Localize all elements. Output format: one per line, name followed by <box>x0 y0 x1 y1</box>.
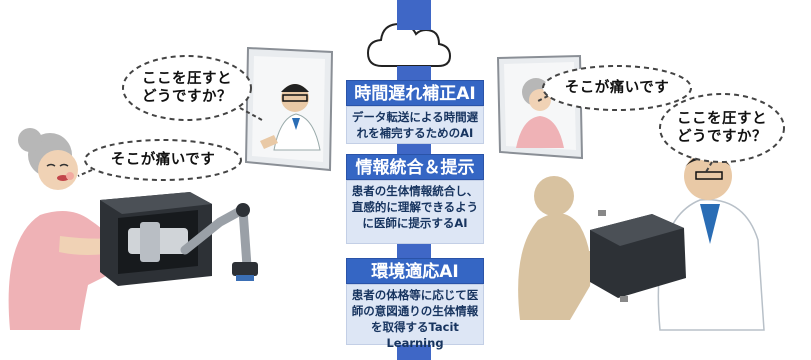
desc-line: 師の意図通りの生体情報 <box>351 304 479 318</box>
connector-1 <box>397 66 431 82</box>
desc-line: を取得するTacit Learning <box>371 320 459 350</box>
connector-bottom <box>397 345 431 360</box>
bubble-patient-right <box>542 65 692 111</box>
desc-line: 直感的に理解できるよう <box>351 200 479 214</box>
bubble-line: どうですか？ <box>142 89 232 105</box>
cloud-icon <box>366 22 452 67</box>
bubble-doctor-right <box>659 93 785 163</box>
panel-desc-adaptive-ai: 患者の体格等に応じて医 師の意図通りの生体情報 を取得するTacit Learn… <box>346 284 484 350</box>
haptic-device-left <box>100 192 258 286</box>
remote-doctor-monitor <box>244 46 334 172</box>
bubble-line: ここを圧すと <box>677 111 767 127</box>
desc-line: 患者の生体情報統合し、 <box>351 184 479 198</box>
haptic-device-right <box>590 210 686 302</box>
panel-desc-integration-ai: 患者の生体情報統合し、 直感的に理解できるよう に医師に提示するAI <box>346 180 484 244</box>
panel-desc-delay-ai: データ転送による時間遅 れを補完するためのAI <box>346 106 484 144</box>
panel-title-integration-ai: 情報統合＆提示AI <box>346 154 484 204</box>
bubble-text-doctor-left: ここを圧すと どうですか？ <box>127 70 247 106</box>
connector-2 <box>397 142 431 154</box>
bubble-line: ここを圧すと <box>142 71 232 87</box>
bubble-text-patient-left: そこが痛いです <box>110 152 216 168</box>
bubble-text-doctor-right: ここを圧すと どうですか？ <box>664 110 780 146</box>
desc-line: 患者の体格等に応じて医 <box>351 288 479 302</box>
connector-3 <box>397 244 431 258</box>
panel-title-adaptive-ai: 環境適応AI <box>346 258 484 284</box>
bubble-patient-left <box>84 139 242 181</box>
bubble-text-patient-right: そこが痛いです <box>564 80 670 96</box>
desc-line: に医師に提示するAI <box>362 216 468 230</box>
bubble-doctor-left <box>122 55 252 121</box>
panel-title-delay-ai: 時間遅れ補正AI <box>346 80 484 106</box>
bubble-line: どうですか？ <box>677 129 767 145</box>
connector-top <box>397 0 431 30</box>
desc-line: れを補完するためのAI <box>356 126 474 140</box>
desc-line: データ転送による時間遅 <box>351 110 479 124</box>
